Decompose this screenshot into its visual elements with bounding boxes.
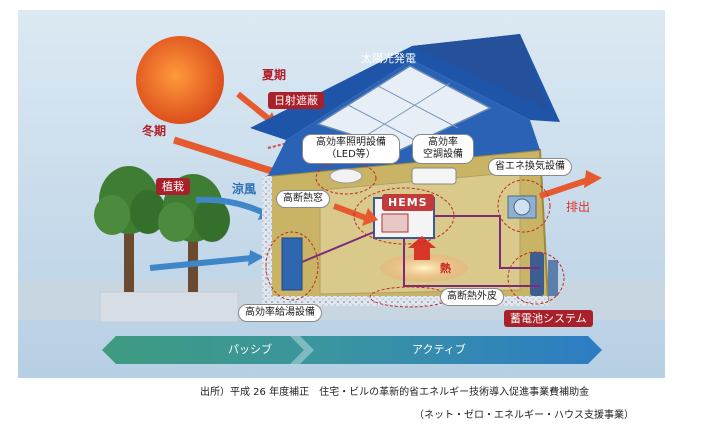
led-label-line2: （LED等） xyxy=(326,149,376,160)
ventilation-label: 省エネ換気設備 xyxy=(488,158,572,176)
exhaust-label: 排出 xyxy=(566,200,591,214)
window-label: 高断熱窓 xyxy=(276,190,330,208)
summer-label: 夏期 xyxy=(262,68,287,82)
water-heater-icon xyxy=(281,237,303,291)
breeze-label: 涼風 xyxy=(232,182,257,196)
water-heater-label: 高効率給湯設備 xyxy=(238,304,322,322)
led-lighting-label: 高効率照明設備 （LED等） xyxy=(302,134,400,164)
insulation-label: 高断熱外皮 xyxy=(440,288,504,306)
ac-label-line2: 空調設備 xyxy=(423,149,463,160)
led-lamp-icon xyxy=(329,168,363,184)
winter-label: 冬期 xyxy=(142,124,167,138)
heat-label: 熱 xyxy=(440,262,451,275)
active-label: アクティブ xyxy=(412,343,466,356)
led-label-line1: 高効率照明設備 xyxy=(316,137,386,148)
breeze-arrow xyxy=(195,196,264,215)
ac-label-line1: 高効率 xyxy=(428,137,458,148)
hems-label: HEMS xyxy=(382,194,434,211)
air-conditioner-icon xyxy=(411,167,457,185)
passive-label: パッシブ xyxy=(228,343,272,356)
passive-active-bar xyxy=(102,336,602,364)
shading-label: 日射遮蔽 xyxy=(268,92,324,109)
source-caption-line1: 出所）平成 26 年度補正 住宅・ビルの革新的省エネルギー技術導入促進事業費補助… xyxy=(200,387,590,398)
source-caption-line2: （ネット・ゼロ・エネルギー・ハウス支援事業） xyxy=(414,410,634,421)
solar-label: 太陽光発電 xyxy=(361,52,416,65)
ventilation-fan-icon xyxy=(507,195,537,219)
battery-label: 蓄電池システム xyxy=(504,310,593,327)
air-conditioning-label: 高効率 空調設備 xyxy=(412,134,474,164)
planting-label: 植栽 xyxy=(156,178,190,195)
battery-icon xyxy=(530,252,544,296)
heat-arrow xyxy=(408,236,436,260)
sun-icon xyxy=(136,36,224,124)
